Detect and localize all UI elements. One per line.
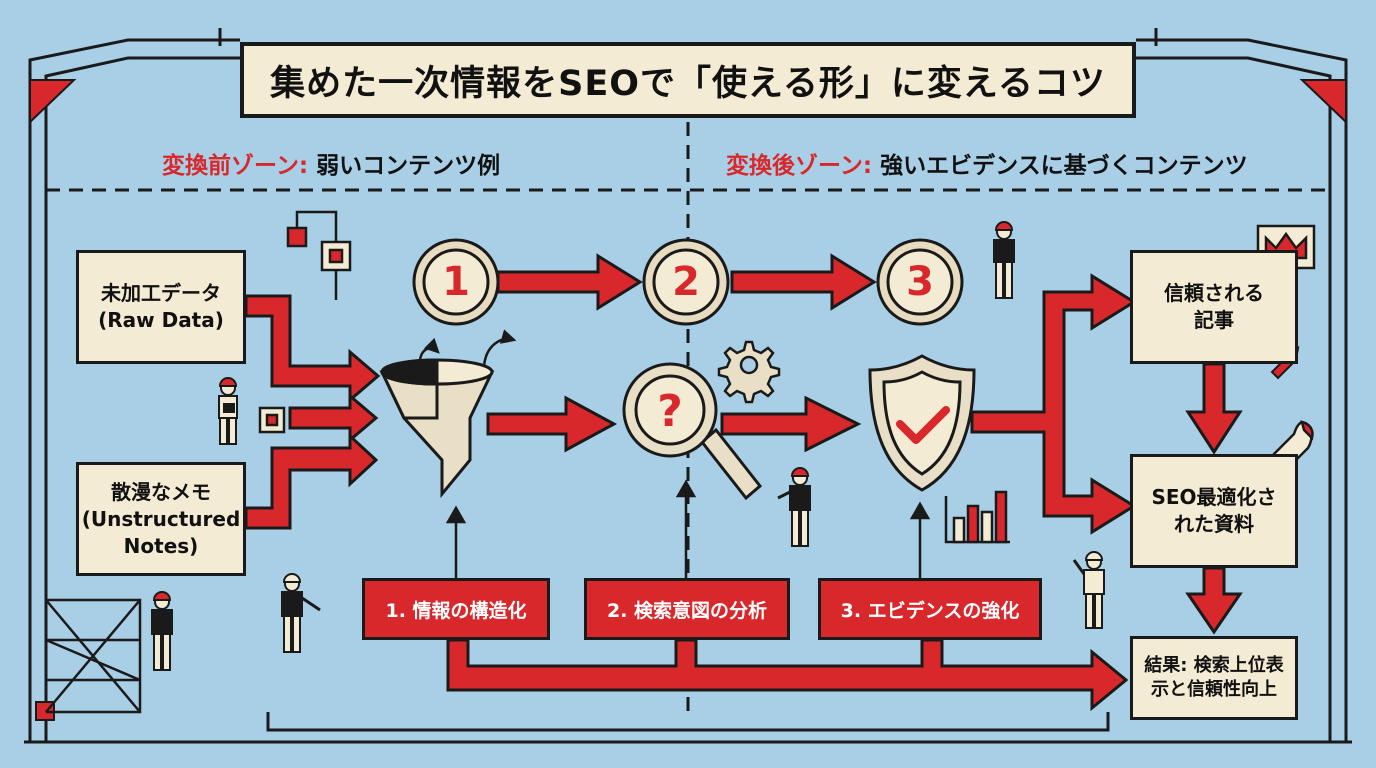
scaffold [45, 598, 142, 714]
arrow-1-2 [496, 253, 643, 311]
magnifier-question-icon: ? [622, 362, 763, 501]
arrow-down-2 [1185, 566, 1243, 635]
arrow-shield-split [970, 273, 1137, 535]
arrow-funnel-mag [486, 395, 618, 453]
number-3: 3 [906, 259, 934, 305]
step-evidence: 3. エビデンスの強化 [818, 578, 1042, 640]
arrow-2-3 [730, 253, 877, 311]
frame [24, 28, 1352, 744]
arrow-raw-2 [288, 392, 379, 444]
red-arrows [244, 253, 1243, 712]
page-title: 集めた一次情報をSEOで「使える形」に変えるコツ [240, 42, 1136, 118]
arrow-bottom [446, 638, 1129, 712]
output-result: 結果: 検索上位表 示と信頼性向上 [1130, 636, 1298, 720]
step-structuring: 1. 情報の構造化 [362, 578, 550, 640]
svg-text:?: ? [657, 386, 683, 437]
output-seo-optimized: SEO最適化さ れた資料 [1130, 454, 1298, 568]
arrow-down-1 [1185, 362, 1243, 455]
zone-before: 変換前ゾーン: 弱いコンテンツ例 [162, 146, 500, 180]
arrow-mag-shield [720, 395, 862, 453]
input-raw-data: 未加工データ (Raw Data) [76, 250, 246, 364]
output-trusted-article: 信頼される 記事 [1130, 250, 1298, 364]
bar-chart-icon [944, 490, 1010, 544]
zone-after-label: 変換後ゾーン: [726, 153, 873, 179]
number-badges [412, 238, 964, 326]
input-unstructured-notes: 散漫なメモ (Unstructured Notes) [76, 462, 246, 576]
up-arrows [445, 479, 931, 578]
step-search-intent: 2. 検索意図の分析 [584, 578, 790, 640]
zone-before-desc: 弱いコンテンツ例 [316, 153, 501, 179]
arrow-raw-1 [244, 294, 381, 404]
zone-after: 変換後ゾーン: 強いエビデンスに基づくコンテンツ [726, 146, 1248, 180]
zone-before-label: 変換前ゾーン: [162, 153, 309, 179]
zone-after-desc: 強いエビデンスに基づくコンテンツ [880, 153, 1248, 179]
worker-icon [151, 221, 1105, 671]
number-2: 2 [672, 259, 700, 305]
shield-check-icon [868, 354, 976, 492]
node-squares [258, 210, 352, 434]
number-1: 1 [442, 259, 470, 305]
funnel-icon [379, 329, 517, 499]
corner-triangle-left [29, 79, 77, 125]
corner-triangle-right [1299, 79, 1347, 125]
gear-icon [717, 340, 781, 404]
arrow-notes [244, 432, 379, 530]
